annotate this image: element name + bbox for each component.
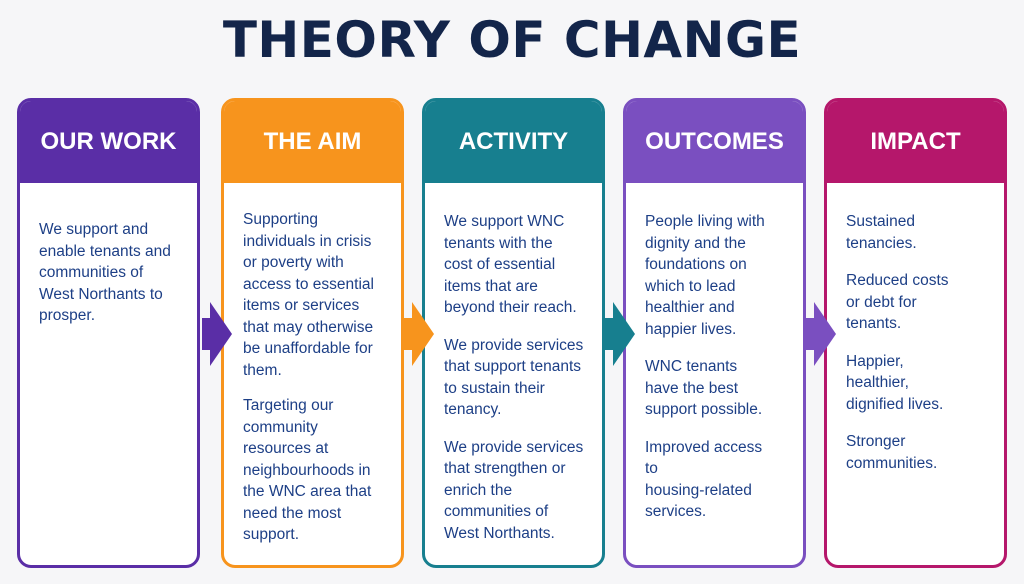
column-paragraph: Stronger communities. xyxy=(846,433,938,472)
column-heading: ACTIVITY xyxy=(425,101,602,183)
column-paragraph: Reduced costs or debt for tenants. xyxy=(846,272,949,332)
flow-arrow-icon xyxy=(605,302,635,366)
column-body: Supporting individuals in crisis or pove… xyxy=(224,183,401,546)
column-paragraph: WNC tenants have the best support possib… xyxy=(645,358,763,418)
column-activity: ACTIVITY We support WNC tenants with the … xyxy=(422,98,605,568)
page-title: THEORY OF CHANGE xyxy=(222,11,802,69)
column-paragraph: We support WNC tenants with the cost of … xyxy=(444,213,577,316)
column-outcomes: OUTCOMES People living with dignity and t… xyxy=(623,98,806,568)
flow-arrow-icon xyxy=(404,302,434,366)
column-paragraph: We provide services that strengthen or e… xyxy=(444,438,584,542)
column-paragraph: Sustained tenancies. xyxy=(846,213,917,252)
column-paragraph: We support and enable tenants and commun… xyxy=(39,221,171,324)
column-paragraph: People living with dignity and the found… xyxy=(645,213,765,338)
column-paragraph: Happier, healthier, dignified lives. xyxy=(846,352,944,413)
column-impact: IMPACT Sustained tenancies. Reduced costs … xyxy=(824,98,1007,568)
column-heading: OUR WORK xyxy=(20,101,197,183)
flow-arrow-icon xyxy=(806,302,836,366)
column-body: We support and enable tenants and commun… xyxy=(20,183,197,327)
column-heading: IMPACT xyxy=(827,101,1004,183)
column-paragraph: We provide services that support tenants… xyxy=(444,336,584,419)
flow-arrow-icon xyxy=(202,302,232,366)
column-the-aim: THE AIM Supporting individuals in crisis … xyxy=(221,98,404,568)
column-paragraph: Improved access to housing-related servi… xyxy=(645,438,763,521)
column-our-work: OUR WORK We support and enable tenants an… xyxy=(17,98,200,568)
column-heading: OUTCOMES xyxy=(626,101,803,183)
column-body: We support WNC tenants with the cost of … xyxy=(425,183,602,544)
column-body: People living with dignity and the found… xyxy=(626,183,803,523)
column-paragraph: Targeting our community resources at nei… xyxy=(243,397,372,543)
column-paragraph: Supporting individuals in crisis or pove… xyxy=(243,211,374,379)
column-body: Sustained tenancies. Reduced costs or deb… xyxy=(827,183,1004,474)
column-heading: THE AIM xyxy=(224,101,401,183)
